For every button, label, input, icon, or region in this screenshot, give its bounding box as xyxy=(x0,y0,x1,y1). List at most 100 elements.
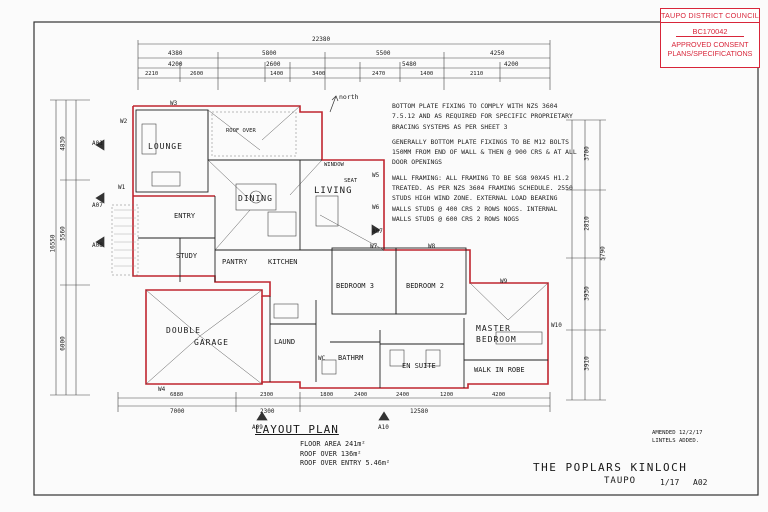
window-tag-w5: W5 xyxy=(372,172,380,179)
dim-right-5: 5790 xyxy=(599,246,607,261)
left-dimensions xyxy=(50,99,90,396)
room-study: STUDY xyxy=(176,252,198,260)
sheet-code: A02 xyxy=(693,478,708,487)
dim-right-2: 2810 xyxy=(583,216,591,231)
dim-top2-4: 4200 xyxy=(504,61,519,68)
furniture xyxy=(141,123,543,375)
brace-tag-a09: A09 xyxy=(252,424,263,431)
dim-top-1: 4380 xyxy=(168,50,183,57)
area-schedule: FLOOR AREA 241m² ROOF OVER 136m² ROOF OV… xyxy=(300,440,390,469)
dim-overall-width: 22380 xyxy=(312,36,331,43)
sheet-number: 1/17 xyxy=(660,478,680,487)
project-name: THE POPLARS KINLOCH xyxy=(533,461,688,474)
brace-tag-a10: A10 xyxy=(378,424,389,431)
floor-area: FLOOR AREA 241m² xyxy=(300,440,366,448)
window-tag-w2: W2 xyxy=(120,118,128,125)
dim-top-4: 4250 xyxy=(490,50,505,57)
dim-top2-1: 4200 xyxy=(168,61,183,68)
room-bedroom2: BEDROOM 2 xyxy=(406,282,444,290)
room-bedroom3: BEDROOM 3 xyxy=(336,282,374,290)
brace-tag-a01: A01 xyxy=(92,140,103,147)
dim-top3-6: 1400 xyxy=(420,71,434,77)
dim-top3-7: 2110 xyxy=(470,71,484,77)
stamp-approved-line2: PLANS/SPECIFICATIONS xyxy=(667,49,753,58)
note-bolts: GENERALLY BOTTOM PLATE FIXINGS TO BE M12… xyxy=(392,137,577,167)
stamp-council: TAUPO DISTRICT COUNCIL xyxy=(661,9,759,23)
window-tag-w7: W7 xyxy=(370,243,378,250)
roof-over-area: ROOF OVER 136m² xyxy=(300,449,362,458)
dim-bottom2-4: 2400 xyxy=(354,392,368,398)
window-tag-w3: W3 xyxy=(170,100,178,107)
dim-bottom2-3: 1800 xyxy=(320,392,334,398)
label-seat: SEAT xyxy=(344,178,358,184)
dim-top3-5: 2470 xyxy=(372,71,386,77)
dim-top2-3: 5480 xyxy=(402,61,417,68)
window-tag-w1: W1 xyxy=(118,184,126,191)
room-bathrm: BATHRM xyxy=(338,354,364,362)
lintels-note: LINTELS ADDED. xyxy=(652,438,700,444)
window-tag-w10: W10 xyxy=(551,322,562,329)
room-garage: GARAGE xyxy=(194,338,229,347)
north-label: north xyxy=(339,93,359,101)
section-markers xyxy=(95,139,390,421)
note-wall-framing: WALL FRAMING: ALL FRAMING TO BE SG8 90x4… xyxy=(392,173,573,223)
room-master-bedroom: BEDROOM xyxy=(476,335,517,344)
room-master: MASTER xyxy=(476,324,511,333)
dim-top3-1: 2210 xyxy=(145,71,159,77)
label-window: WINDOW xyxy=(324,162,344,168)
dim-right-1: 3700 xyxy=(583,146,591,161)
room-ensuite: EN SUITE xyxy=(402,362,436,370)
brace-tag-a07: A07 xyxy=(92,202,103,209)
dim-right-3: 3930 xyxy=(583,286,591,301)
dim-bottom-3: 12580 xyxy=(410,408,429,415)
external-walls xyxy=(132,105,549,389)
dim-top2-2: 2600 xyxy=(266,61,281,68)
dim-top-2: 5800 xyxy=(262,50,277,57)
deck-hatch xyxy=(114,209,136,267)
right-dimensions xyxy=(566,119,606,401)
dim-bottom2-5: 2400 xyxy=(396,392,410,398)
room-entry: ENTRY xyxy=(174,212,196,220)
top-dimensions xyxy=(137,40,551,90)
dim-top3-2: 2600 xyxy=(190,71,204,77)
dim-right-4: 3910 xyxy=(583,356,591,371)
plan-title: LAYOUT PLAN xyxy=(255,423,339,436)
room-living: LIVING xyxy=(314,186,353,196)
construction-notes: BOTTOM PLATE FIXING TO COMPLY WITH NZS 3… xyxy=(392,101,577,229)
dim-bottom-2: 2300 xyxy=(260,408,275,415)
dim-left-3: 6000 xyxy=(59,336,67,351)
window-tag-w6: W6 xyxy=(372,204,380,211)
dim-bottom-1: 7000 xyxy=(170,408,185,415)
window-tag-w8: W8 xyxy=(428,243,436,250)
amended-date: AMENDED 12/2/17 xyxy=(652,430,703,436)
dim-top-3: 5500 xyxy=(376,50,391,57)
bottom-dimensions xyxy=(117,392,551,412)
note-bottom-plate: BOTTOM PLATE FIXING TO COMPLY WITH NZS 3… xyxy=(392,102,573,131)
dim-top3-4: 3400 xyxy=(312,71,326,77)
label-roof-over: ROOF OVER xyxy=(226,128,256,134)
room-lounge: LOUNGE xyxy=(148,142,183,151)
window-tag-w4: W4 xyxy=(158,386,166,393)
roof-hip-lines xyxy=(145,105,549,385)
amendment-note: AMENDED 12/2/17 LINTELS ADDED. xyxy=(652,429,703,445)
north-arrow-icon xyxy=(329,95,339,113)
brace-tag-a07-right: A07 xyxy=(372,228,383,235)
brace-tag-a08: A08 xyxy=(92,242,103,249)
stamp-approved-line1: APPROVED CONSENT xyxy=(671,40,749,49)
dim-bottom2-7: 4200 xyxy=(492,392,506,398)
dim-left-overall: 16550 xyxy=(49,234,57,253)
room-pantry: PANTRY xyxy=(222,258,248,266)
roof-over-dashed xyxy=(111,111,297,276)
room-dining: DINING xyxy=(238,194,273,203)
project-location: TAUPO xyxy=(604,476,637,486)
dim-top3-3: 1400 xyxy=(270,71,284,77)
dim-bottom2-2: 2300 xyxy=(260,392,274,398)
dim-left-1: 4830 xyxy=(59,136,67,151)
room-wc: WC xyxy=(318,355,326,362)
council-approval-stamp: TAUPO DISTRICT COUNCIL BC170042 APPROVED… xyxy=(660,8,760,68)
room-kitchen: KITCHEN xyxy=(268,258,298,266)
room-laund: LAUND xyxy=(274,338,296,346)
room-double: DOUBLE xyxy=(166,326,201,335)
